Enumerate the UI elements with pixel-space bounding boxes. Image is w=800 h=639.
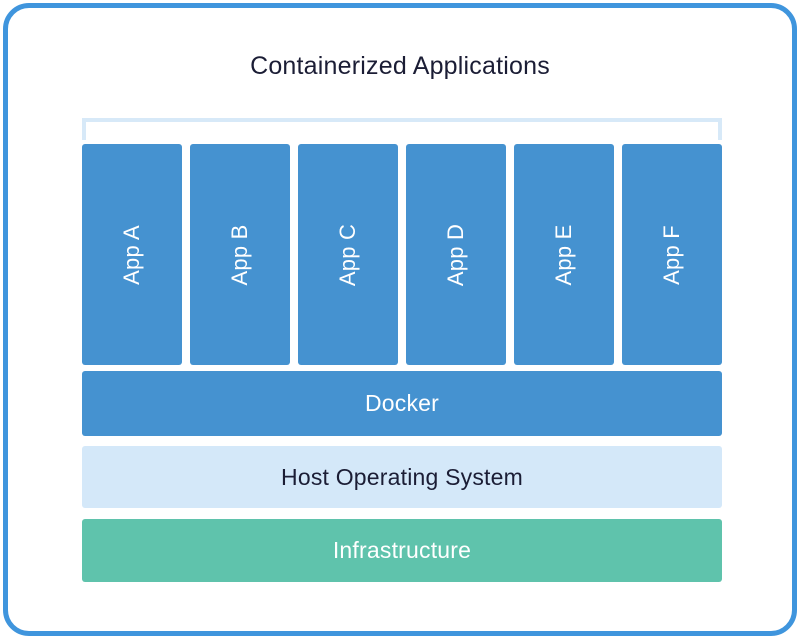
app-container-label: App E	[551, 224, 576, 285]
page-title: Containerized Applications	[250, 52, 550, 80]
layer-host-operating-system[interactable]: Host Operating System	[82, 446, 722, 508]
layer-docker[interactable]: Docker	[82, 371, 722, 436]
app-container-e[interactable]: App E	[514, 144, 614, 365]
app-container-b[interactable]: App B	[190, 144, 290, 365]
app-container-label: App A	[119, 224, 144, 285]
layer-label: Docker	[364, 390, 440, 416]
app-container-label: App B	[227, 224, 252, 285]
layer-label: Infrastructure	[332, 537, 472, 563]
application-container-row: App A App B App C App D App E App F	[82, 144, 722, 365]
app-container-label: App D	[443, 223, 468, 286]
layer-label: Host Operating System	[281, 463, 523, 490]
app-container-label: App C	[335, 223, 360, 286]
app-container-d[interactable]: App D	[406, 144, 506, 365]
layer-infrastructure[interactable]: Infrastructure	[82, 519, 722, 582]
app-container-f[interactable]: App F	[622, 144, 722, 365]
app-container-c[interactable]: App C	[298, 144, 398, 365]
app-container-a[interactable]: App A	[82, 144, 182, 365]
app-container-label: App F	[659, 224, 684, 285]
applications-span-bracket	[82, 118, 722, 140]
